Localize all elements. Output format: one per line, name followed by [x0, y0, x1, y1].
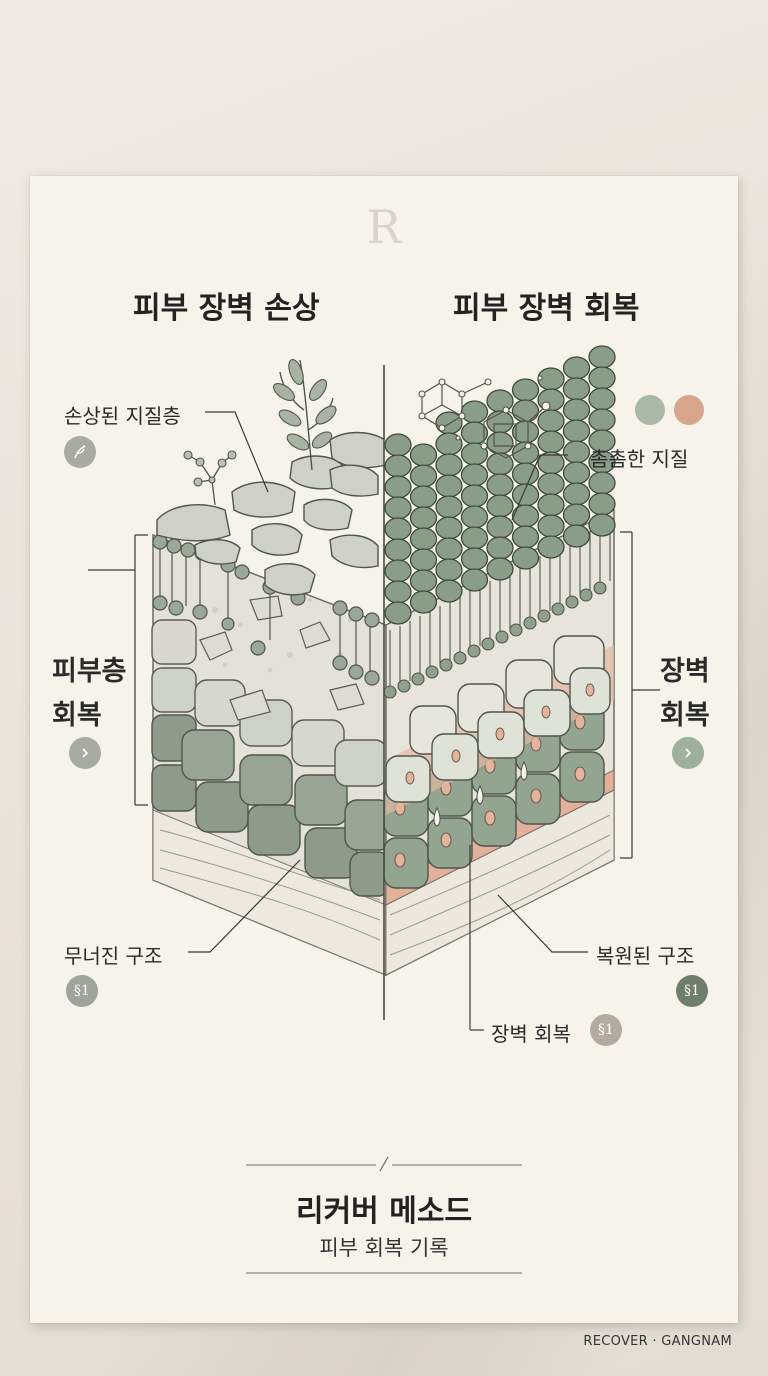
lipid-cobble	[562, 377, 591, 401]
lipid-cobble	[588, 366, 616, 390]
label-dense-lipid: 촘촘한 지질	[590, 447, 689, 471]
lipid-cobble	[486, 515, 514, 539]
leaf-badge-icon[interactable]	[64, 436, 96, 468]
lipid-cobble	[460, 484, 489, 508]
label-barrier-recovery: 장벽 회복	[660, 656, 710, 731]
lipid-cobble	[562, 419, 591, 443]
section-badge-left[interactable]: §1	[66, 975, 98, 1007]
lipid-cobble	[588, 471, 616, 495]
heading-recovered: 피부 장벽 회복	[453, 291, 640, 326]
lipid-cobble	[384, 454, 412, 478]
lipid-cobble	[460, 400, 489, 424]
lipid-cobble	[435, 579, 463, 603]
label-skin-layer-recovery: 피부층 회복	[52, 656, 127, 731]
lipid-cobble	[409, 590, 438, 614]
lipid-cobble	[460, 505, 489, 529]
lipid-cobble	[588, 345, 616, 369]
blush-swatch	[674, 395, 704, 425]
lipid-cobble	[537, 430, 565, 454]
label-collapsed-structure: 무너진 구조	[64, 944, 163, 968]
method-title: 리커버 메소드	[295, 1194, 473, 1229]
lipid-cobble	[435, 558, 463, 582]
lipid-cobble	[384, 433, 412, 457]
lipid-cobble	[384, 559, 412, 583]
chevron-right-icon[interactable]	[672, 737, 704, 769]
section-badge-lower[interactable]: §1	[590, 1014, 622, 1046]
heading-damaged: 피부 장벽 손상	[133, 291, 320, 326]
lipid-cobble	[409, 464, 438, 488]
lipid-cobble	[384, 538, 412, 562]
label-restored-structure: 복원된 구조	[596, 944, 695, 968]
lipid-cobble	[409, 548, 438, 572]
label-barrier-recovery-small: 장벽 회복	[491, 1022, 571, 1046]
lipid-cobble	[460, 568, 489, 592]
lipid-cobble	[588, 408, 616, 432]
lipid-cobble	[435, 495, 463, 519]
label-damaged-lipid: 손상된 지질층	[64, 404, 181, 428]
lipid-cobble	[486, 410, 514, 434]
lipid-cobble	[511, 546, 540, 570]
lipid-cobble	[562, 482, 591, 506]
lipid-cobble	[435, 474, 463, 498]
lipid-cobble	[409, 443, 438, 467]
lipid-cobble	[562, 461, 591, 485]
lipid-cobble	[435, 537, 463, 561]
section-badge-right[interactable]: §1	[676, 975, 708, 1007]
lipid-cobble	[511, 399, 540, 423]
lipid-cobble	[537, 472, 565, 496]
lipid-cobble	[562, 524, 591, 548]
lipid-cobble	[511, 525, 540, 549]
lipid-cobble	[562, 398, 591, 422]
footer-brand: RECOVER · GANGNAM	[583, 1334, 732, 1349]
brand-logo: R	[366, 200, 402, 254]
lipid-cobble	[409, 485, 438, 509]
lipid-cobble	[384, 496, 412, 520]
sage-swatch	[635, 395, 665, 425]
lipid-cobble	[588, 492, 616, 516]
lipid-cobble	[486, 494, 514, 518]
lipid-cobble	[562, 440, 591, 464]
lipid-cobble	[588, 513, 616, 537]
chevron-right-icon[interactable]	[69, 737, 101, 769]
lipid-cobble	[409, 506, 438, 530]
lipid-cobble	[460, 526, 489, 550]
lipid-cobble	[460, 547, 489, 571]
lipid-cobble	[384, 580, 412, 604]
lipid-cobble	[562, 356, 591, 380]
lipid-cobble	[460, 463, 489, 487]
lipid-cobble	[384, 475, 412, 499]
lipid-cobble	[384, 601, 412, 625]
lipid-cobble	[537, 493, 565, 517]
method-subtitle: 피부 회복 기록	[319, 1236, 449, 1260]
lipid-cobble	[537, 409, 565, 433]
lipid-cobble	[486, 557, 514, 581]
lipid-cobble	[409, 569, 438, 593]
lipid-cobble	[435, 516, 463, 540]
lipid-cobble	[384, 517, 412, 541]
lipid-cobble	[486, 473, 514, 497]
lipid-cobble	[486, 431, 514, 455]
lipid-cobble	[562, 503, 591, 527]
lipid-cobble	[588, 387, 616, 411]
lipid-cobble	[409, 527, 438, 551]
lipid-cobble	[511, 378, 540, 402]
lipid-cobble	[486, 536, 514, 560]
lipid-cobble	[435, 453, 463, 477]
lipid-cobble	[537, 514, 565, 538]
lipid-cobble	[537, 535, 565, 559]
